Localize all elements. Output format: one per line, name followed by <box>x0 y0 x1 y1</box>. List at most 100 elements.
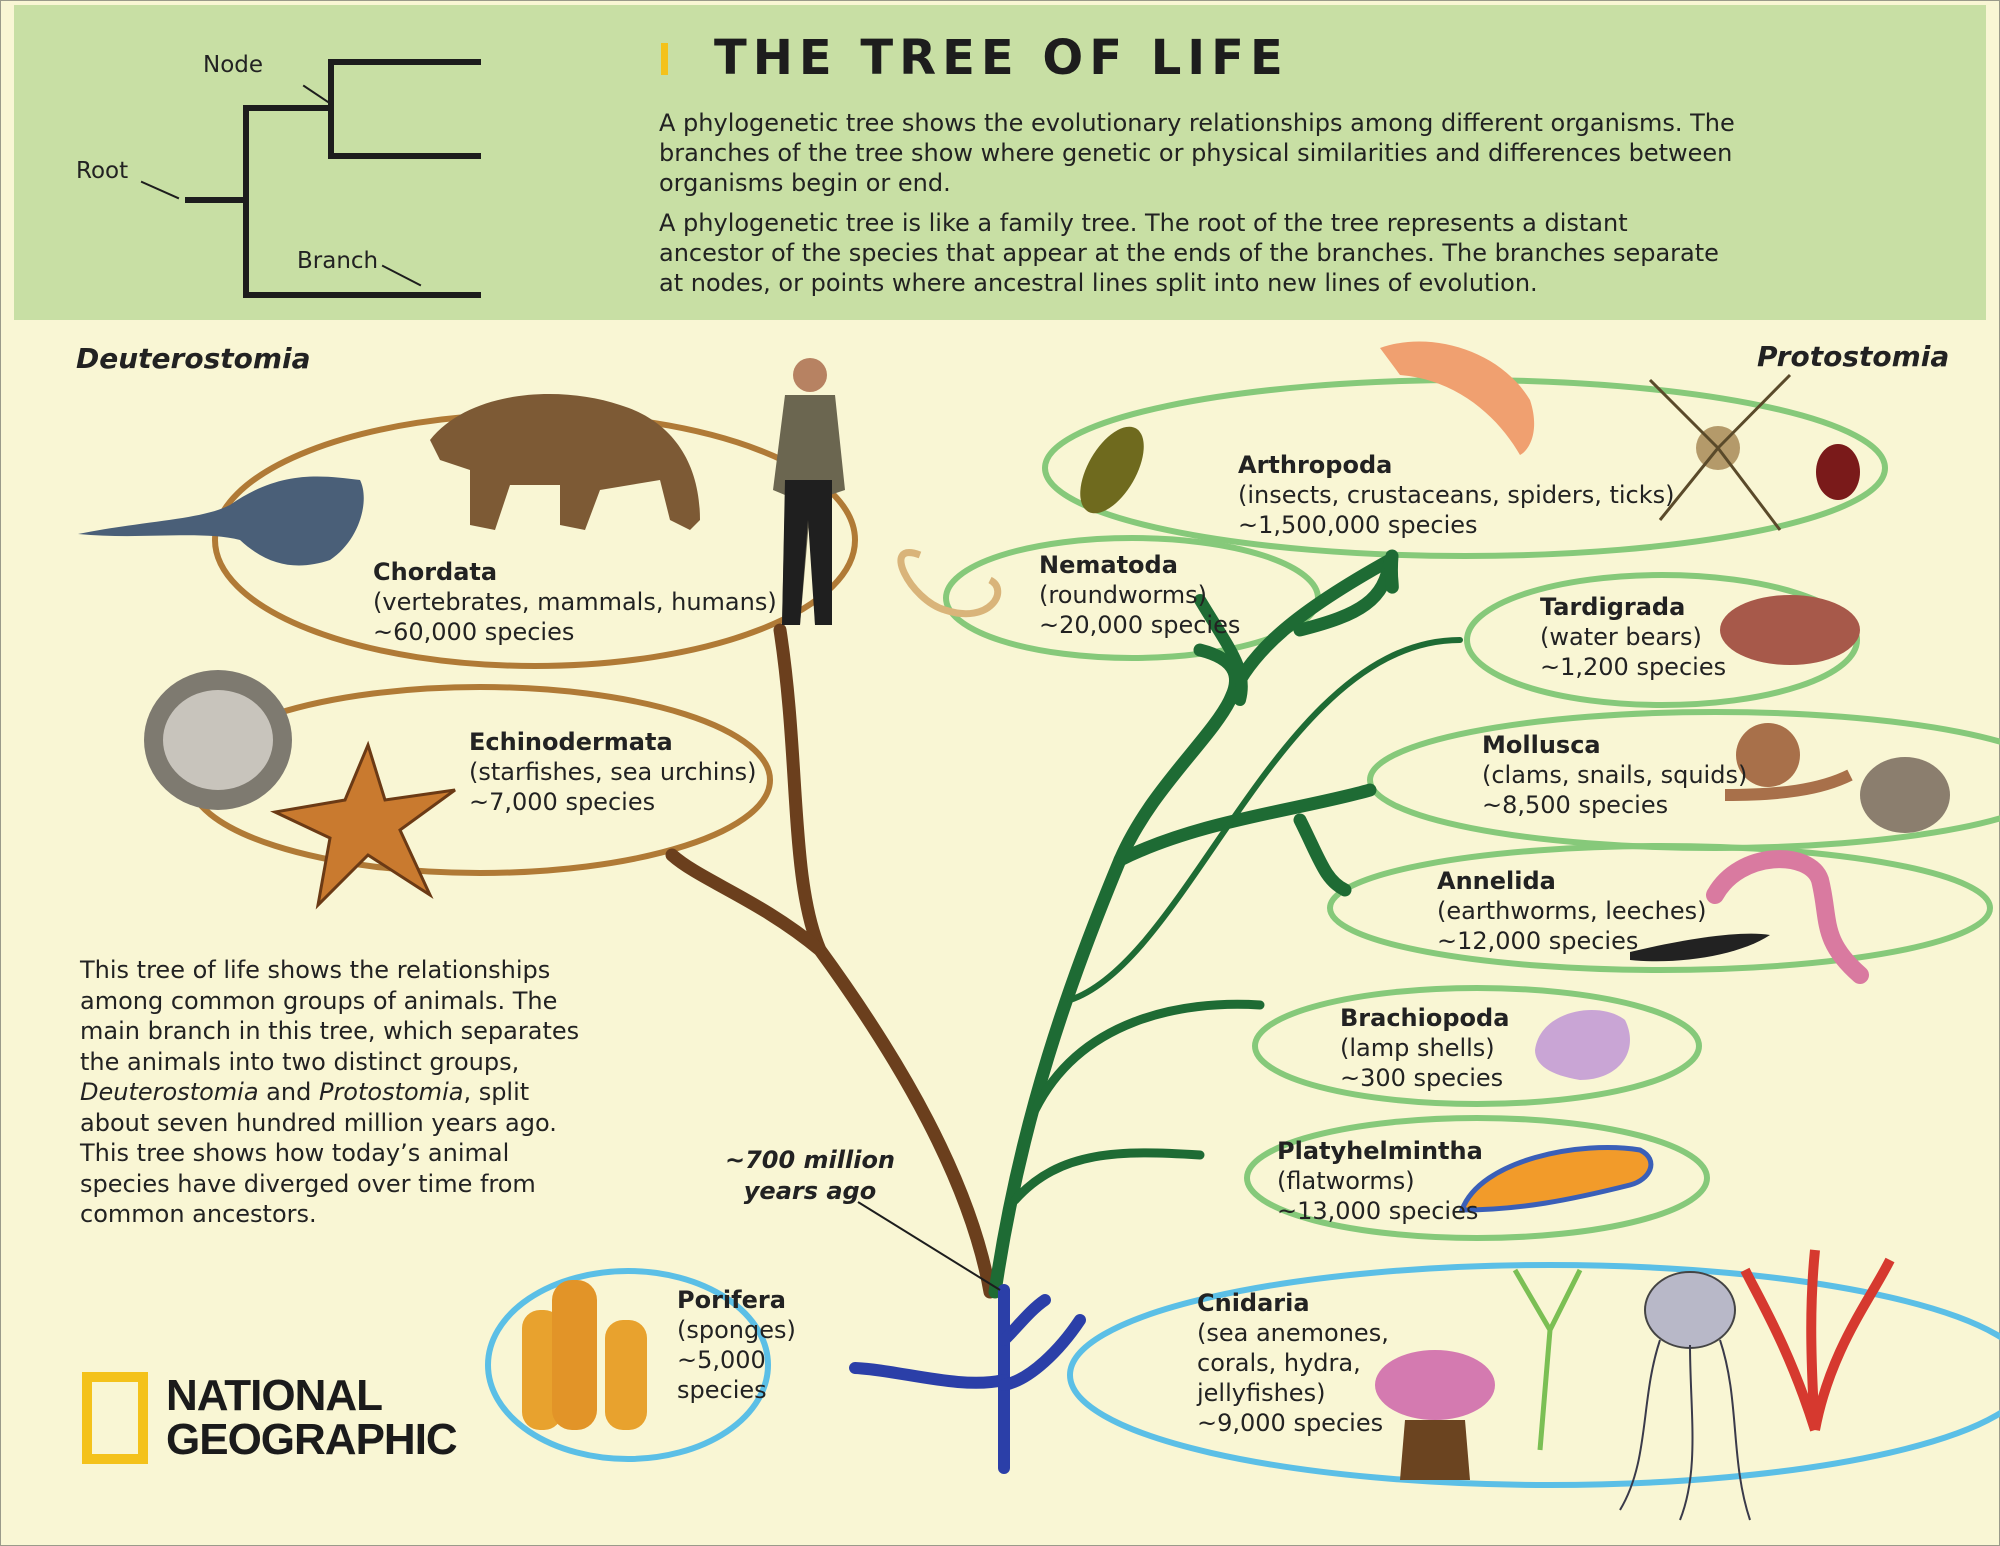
clam-illustration <box>1860 757 1950 833</box>
age-label: ~700 million years ago <box>710 1145 910 1207</box>
tardigrada-desc: (water bears) <box>1540 623 1702 651</box>
protostomia-label: Protostomia <box>1757 340 1950 373</box>
flatworm-illustration <box>1458 1145 1654 1213</box>
hydra-illustration <box>1512 1268 1583 1451</box>
cnidaria-desc-line-4: ~9,000 species <box>1197 1409 1384 1437</box>
leech-illustration <box>1630 933 1770 962</box>
annelida-label: Annelida (earthworms, leeches) ~12,000 s… <box>1437 866 1706 956</box>
nematoda-count: ~20,000 species <box>1039 611 1241 639</box>
shrimp-illustration <box>1380 341 1535 455</box>
explanation-line-7: This tree shows how today’s animal <box>80 1139 510 1167</box>
cnidaria-label: Cnidaria (sea anemones, corals, hydra, j… <box>1197 1288 1389 1438</box>
roundworm-illustration <box>897 549 1002 618</box>
explanation-line-5: Deuterostomia and Protostomia, split <box>80 1077 600 1108</box>
header-panel <box>14 5 1986 320</box>
sponge-illustration <box>522 1280 647 1430</box>
sea-urchin-illustration <box>144 670 292 810</box>
platyhelmintha-label: Platyhelmintha (flatworms) ~13,000 speci… <box>1277 1136 1483 1226</box>
term-and: and <box>258 1078 319 1106</box>
mollusca-name: Mollusca <box>1482 731 1601 759</box>
jellyfish-illustration <box>1619 1271 1751 1521</box>
annelida-oval <box>1327 843 1993 973</box>
cnidaria-name: Cnidaria <box>1197 1289 1310 1317</box>
tardigrada-name: Tardigrada <box>1540 593 1686 621</box>
platyhelmintha-name: Platyhelmintha <box>1277 1137 1483 1165</box>
tardigrade-illustration <box>1720 595 1860 665</box>
chordata-count: ~60,000 species <box>373 618 575 646</box>
arthropoda-desc: (insects, crustaceans, spiders, ticks) <box>1238 481 1675 509</box>
brachiopoda-name: Brachiopoda <box>1340 1004 1510 1032</box>
deuterostomia-branch <box>665 623 997 1299</box>
cnidaria-desc-line-1: (sea anemones, <box>1197 1319 1389 1347</box>
mollusca-label: Mollusca (clams, snails, squids) ~8,500 … <box>1482 730 1747 820</box>
key-tree-diagram <box>140 59 481 298</box>
earthworm-illustration <box>1706 850 1869 984</box>
human-illustration <box>773 358 845 625</box>
porifera-label: Porifera (sponges) ~5,000 species <box>677 1285 796 1405</box>
chordata-label: Chordata (vertebrates, mammals, humans) … <box>373 557 777 647</box>
explanation-line-9: common ancestors. <box>80 1200 317 1228</box>
tardigrada-count: ~1,200 species <box>1540 653 1727 681</box>
annelida-desc: (earthworms, leeches) <box>1437 897 1707 925</box>
key-branch-label: Branch <box>297 248 379 274</box>
intro-paragraph-2: A phylogenetic tree is like a family tre… <box>659 209 1719 297</box>
cnidaria-desc-line-3: jellyfishes) <box>1197 1379 1326 1407</box>
stingray-illustration <box>78 476 364 566</box>
platyhelmintha-count: ~13,000 species <box>1277 1197 1479 1225</box>
beetle-illustration <box>1080 426 1144 514</box>
logo-line-1: NATIONAL <box>166 1371 383 1420</box>
snail-illustration <box>1724 723 1853 801</box>
age-label-line-2: years ago <box>743 1177 877 1205</box>
brachiopoda-label: Brachiopoda (lamp shells) ~300 species <box>1340 1003 1509 1093</box>
logo-line-2: GEOGRAPHIC <box>166 1415 458 1464</box>
arthropoda-count: ~1,500,000 species <box>1238 511 1478 539</box>
key-node-label: Node <box>203 52 264 78</box>
porifera-desc-line-1: (sponges) <box>677 1316 796 1344</box>
nematoda-name: Nematoda <box>1039 551 1178 579</box>
bear-illustration <box>430 394 700 530</box>
mollusca-desc: (clams, snails, squids) <box>1482 761 1748 789</box>
cnidaria-oval <box>1067 1262 2000 1488</box>
brachiopoda-count: ~300 species <box>1340 1064 1504 1092</box>
annelida-count: ~12,000 species <box>1437 927 1639 955</box>
explanation-line-4: the animals into two distinct groups, <box>80 1047 520 1076</box>
title-accent-bar <box>661 43 668 75</box>
porifera-desc-line-2: ~5,000 <box>677 1346 766 1374</box>
platyhelmintha-desc: (flatworms) <box>1277 1167 1415 1195</box>
porifera-name: Porifera <box>677 1286 786 1314</box>
explanation-line-3: main branch in this tree, which separate… <box>80 1017 580 1045</box>
chordata-name: Chordata <box>373 558 498 586</box>
deuterostomia-label: Deuterostomia <box>76 342 311 375</box>
spider-illustration <box>1648 373 1792 531</box>
echinodermata-desc: (starfishes, sea urchins) <box>469 758 757 786</box>
national-geographic-logo-icon <box>82 1372 148 1464</box>
cnidaria-desc-line-2: corals, hydra, <box>1197 1349 1361 1377</box>
porifera-oval <box>485 1268 771 1462</box>
platyhelmintha-oval <box>1244 1115 1710 1241</box>
term-protostomia: Protostomia <box>318 1078 464 1106</box>
annelida-name: Annelida <box>1437 867 1556 895</box>
intro-text: A phylogenetic tree shows the evolutiona… <box>659 108 1739 308</box>
starfish-illustration <box>270 740 456 910</box>
explanation-line-2: among common groups of animals. The <box>80 986 558 1015</box>
nematoda-desc: (roundworms) <box>1039 581 1208 609</box>
coral-illustration <box>1740 1249 1895 1432</box>
key-root-label: Root <box>76 158 129 184</box>
protostomia-branch <box>988 549 1463 1299</box>
porifera-desc-line-3: species <box>677 1376 767 1404</box>
nematoda-label: Nematoda (roundworms) ~20,000 species <box>1039 550 1240 640</box>
echinodermata-label: Echinodermata (starfishes, sea urchins) … <box>469 727 757 817</box>
brachiopoda-oval <box>1252 985 1702 1107</box>
arthropoda-label: Arthropoda (insects, crustaceans, spider… <box>1238 450 1675 540</box>
echinodermata-name: Echinodermata <box>469 728 673 756</box>
term-split: , split <box>463 1078 530 1106</box>
page-title: THE TREE OF LIFE <box>714 30 1289 86</box>
national-geographic-logo-text: NATIONAL GEOGRAPHIC <box>166 1371 458 1464</box>
explanation-line-1: This tree of life shows the relationship… <box>80 956 551 984</box>
intro-paragraph-1: A phylogenetic tree shows the evolutiona… <box>659 109 1735 197</box>
age-label-line-1: ~700 million <box>724 1146 896 1174</box>
arthropoda-name: Arthropoda <box>1238 451 1393 479</box>
tardigrada-label: Tardigrada (water bears) ~1,200 species <box>1540 592 1726 682</box>
root-branch <box>849 1284 1086 1474</box>
